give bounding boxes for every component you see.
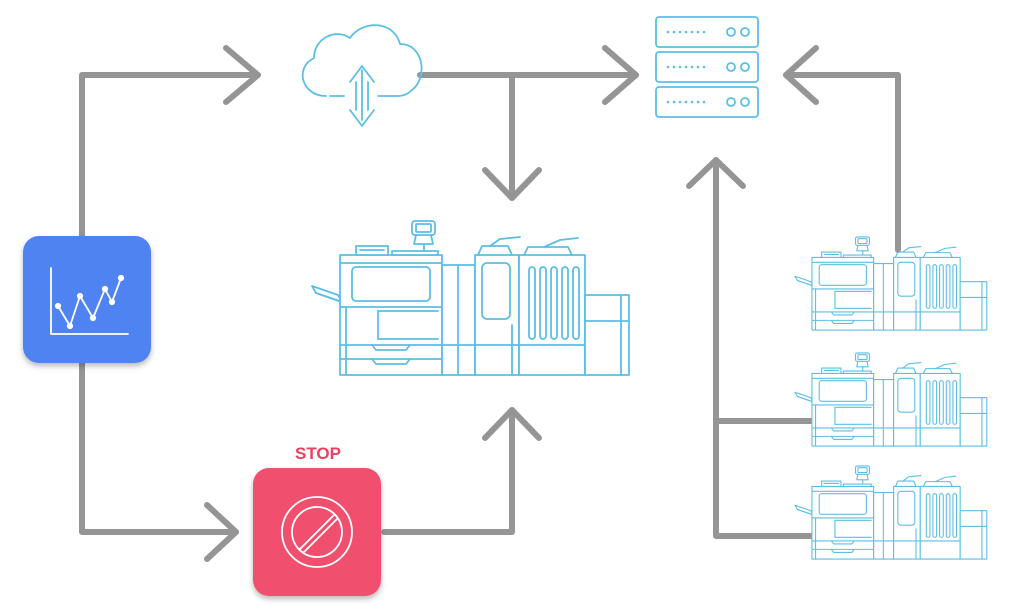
connector-analytics-to-cloud <box>79 72 261 239</box>
stop-label: STOP <box>295 444 341 463</box>
connector-stop-to-printer <box>381 407 515 535</box>
arrowhead-to-cloud <box>223 45 261 105</box>
arrowhead-from-right-to-server <box>783 45 819 105</box>
arrowhead-to-server <box>602 45 639 105</box>
line-chart-icon <box>50 267 129 335</box>
connector-fleet-to-server <box>783 72 901 253</box>
analytics-tile <box>23 236 151 363</box>
server-rack-icon <box>655 16 759 118</box>
arrowhead-up-to-server <box>686 157 746 189</box>
connector-analytics-to-stop <box>79 359 239 535</box>
arrowhead-up-to-printer <box>482 407 542 441</box>
analytics-node <box>23 236 151 363</box>
production-printer-icon <box>794 352 988 447</box>
cloud-sync-icon <box>301 24 423 127</box>
stop-node: STOP <box>253 444 381 596</box>
flow-connectors <box>79 45 901 562</box>
connector-server-to-fleet <box>713 157 821 539</box>
no-entry-icon <box>281 496 353 568</box>
production-printer-icon <box>794 465 988 560</box>
production-printer-icon <box>794 236 988 331</box>
arrowhead-down-to-printer <box>482 167 542 201</box>
printer-fleet <box>794 236 988 560</box>
production-printer-icon <box>311 220 630 376</box>
arrowhead-to-stop <box>204 502 239 562</box>
